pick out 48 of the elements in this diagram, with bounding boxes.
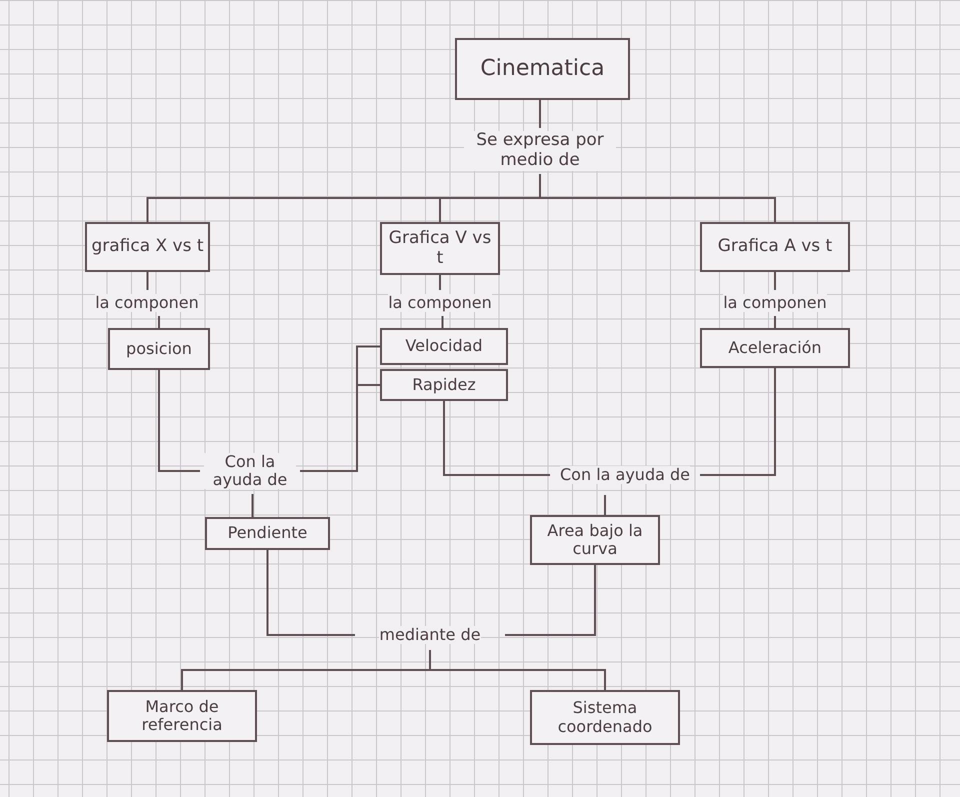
concept-label: Grafica V vs t xyxy=(388,228,492,268)
concept-box xyxy=(380,369,508,401)
connector-line xyxy=(439,275,441,290)
linking-phrase: Se expresa por medio de xyxy=(464,131,616,171)
connector-line xyxy=(158,316,160,328)
connector-line xyxy=(604,495,606,515)
concept-box xyxy=(530,690,680,745)
concept-label: Marco de referencia xyxy=(140,698,224,734)
concept-label: Grafica A vs t xyxy=(718,237,832,257)
connector-line xyxy=(252,494,254,517)
concept-label: Velocidad xyxy=(405,337,483,356)
concept-box xyxy=(455,38,630,100)
connector-line xyxy=(505,565,596,636)
connector-line xyxy=(539,100,541,128)
linking-phrase: mediante de xyxy=(379,626,481,644)
concept-label: posicion xyxy=(126,340,192,358)
linking-phrase: la componen xyxy=(95,294,199,312)
concept-label: Cinematica xyxy=(480,56,605,82)
connector-line xyxy=(774,272,776,290)
linking-phrase: Con la ayuda de xyxy=(560,466,690,484)
concept-box xyxy=(205,517,330,550)
connector-line xyxy=(266,550,355,636)
connector-line xyxy=(146,272,148,290)
connector-line xyxy=(158,370,200,472)
connector-line xyxy=(774,316,776,328)
concept-label: Aceleración xyxy=(728,338,822,358)
concept-box xyxy=(700,328,850,368)
concept-box xyxy=(85,222,210,272)
concept-label: Sistema coordenado xyxy=(556,699,654,736)
concept-box xyxy=(108,328,210,370)
concept-box xyxy=(700,222,850,272)
connector-line xyxy=(539,174,776,222)
connector-line xyxy=(429,650,606,690)
concept-label: Rapidez xyxy=(412,376,476,394)
concept-box xyxy=(380,222,500,275)
concept-label: grafica X vs t xyxy=(91,237,204,257)
concept-box xyxy=(530,515,660,565)
linking-phrase: la componen xyxy=(723,294,827,312)
connector-line xyxy=(700,368,776,476)
connector-line xyxy=(300,384,380,472)
connector-line xyxy=(442,316,444,328)
connector-line xyxy=(443,401,550,476)
concept-label: Area bajo la curva xyxy=(546,522,644,558)
linking-phrase: Con la ayuda de xyxy=(204,452,296,490)
concept-box xyxy=(380,328,508,365)
concept-label: Pendiente xyxy=(228,524,308,543)
concept-box xyxy=(107,690,257,742)
linking-phrase: la componen xyxy=(388,294,492,312)
